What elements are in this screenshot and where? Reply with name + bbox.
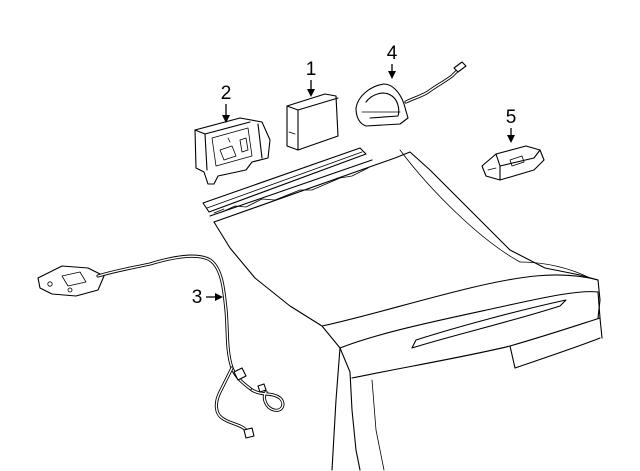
sensor-module-icon <box>481 145 545 181</box>
roof-antenna-icon <box>355 61 467 127</box>
callout-label-2: 2 <box>221 83 232 104</box>
callout-label-5: 5 <box>506 107 517 128</box>
module-box-icon <box>286 93 339 151</box>
callout-4: 4 <box>387 43 398 79</box>
vehicle-body-icon <box>202 147 603 471</box>
callout-3: 3 <box>192 287 223 308</box>
callout-2: 2 <box>221 83 232 123</box>
callout-label-4: 4 <box>387 43 398 64</box>
module-bracket-icon <box>194 117 271 185</box>
callout-5: 5 <box>506 107 517 143</box>
callout-1: 1 <box>306 59 317 97</box>
callout-label-3: 3 <box>192 287 203 308</box>
callout-label-1: 1 <box>306 59 317 80</box>
cable-harness-icon <box>37 254 285 439</box>
